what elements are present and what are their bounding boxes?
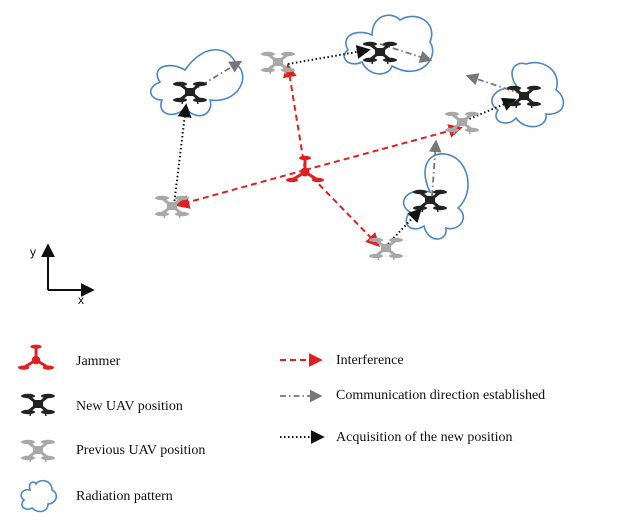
- new-uav-icon-4: [411, 188, 449, 214]
- acquisition-arrow-2: [287, 45, 371, 65]
- radiation-pattern-2: [343, 14, 434, 75]
- interference-arrow-up: [282, 63, 306, 171]
- x-axis-label: x: [78, 293, 84, 307]
- legend-previous-uav-label: Previous UAV position: [76, 443, 205, 458]
- legend: Jammer New UAV position Previous UAV pos…: [16, 343, 545, 513]
- legend-new-uav-icon: [19, 392, 57, 418]
- legend-interference-label: Interference: [336, 353, 404, 368]
- previous-uav-icon-3: [443, 110, 481, 136]
- legend-new-uav-label: New UAV position: [76, 399, 183, 414]
- jammer-icon: [284, 154, 326, 184]
- communication-arrow-3: [465, 73, 523, 95]
- previous-uav-icon-4: [367, 236, 405, 262]
- legend-jammer-label: Jammer: [76, 354, 121, 369]
- legend-communication-label: Communication direction established: [336, 388, 545, 403]
- legend-previous-uav-icon: [19, 438, 57, 464]
- acquisition-arrow-1: [173, 103, 192, 206]
- new-uav-icon-3: [505, 84, 543, 110]
- interference-arrow-right: [304, 124, 463, 171]
- acquisition-arrow-3: [461, 97, 517, 123]
- communication-arrow-2: [379, 43, 433, 63]
- previous-uav-icon-2: [259, 50, 297, 76]
- interference-arrow-down: [304, 169, 380, 248]
- y-axis-label: y: [30, 245, 36, 259]
- communication-arrow-4: [428, 139, 442, 197]
- new-uav-icon-2: [361, 40, 399, 66]
- radiation-pattern-3: [491, 61, 565, 128]
- legend-acquisition-label: Acquisition of the new position: [336, 430, 513, 445]
- legend-jammer-icon: [16, 343, 56, 372]
- previous-uav-icon-1: [153, 194, 191, 220]
- legend-radiation-label: Radiation pattern: [76, 489, 173, 504]
- interference-arrow-left: [175, 169, 306, 209]
- coordinate-axes: y x: [30, 243, 95, 307]
- legend-radiation-icon: [20, 479, 58, 513]
- new-uav-icon-1: [171, 80, 209, 106]
